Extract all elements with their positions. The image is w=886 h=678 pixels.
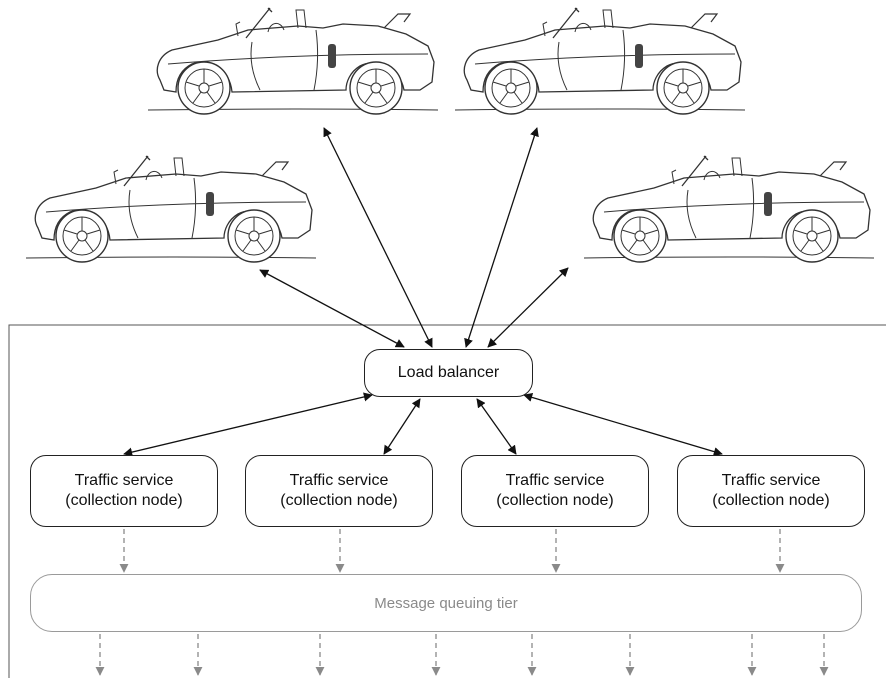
load-balancer-node: Load balancer bbox=[364, 349, 533, 397]
service-subtitle: (collection node) bbox=[496, 492, 614, 509]
traffic-service-node-2: Traffic service (collection node) bbox=[245, 455, 433, 527]
car-icon-top-left bbox=[147, 7, 439, 115]
car-arrow-4 bbox=[464, 127, 539, 348]
car-icon-top-right bbox=[454, 7, 746, 115]
traffic-service-node-1: Traffic service (collection node) bbox=[30, 455, 218, 527]
lb-arrow-2 bbox=[383, 398, 421, 455]
system-boundary bbox=[8, 324, 886, 678]
lb-arrow-3 bbox=[476, 398, 517, 455]
lb-arrow-1 bbox=[123, 392, 373, 457]
lb-arrow-4 bbox=[523, 392, 723, 457]
traffic-service-node-3: Traffic service (collection node) bbox=[461, 455, 649, 527]
car-icon-mid-left bbox=[25, 155, 317, 263]
load-balancer-label: Load balancer bbox=[397, 364, 500, 381]
traffic-service-node-4: Traffic service (collection node) bbox=[677, 455, 865, 527]
car-arrow-1 bbox=[259, 269, 405, 348]
car-icon-mid-right bbox=[583, 155, 875, 263]
car-arrow-2 bbox=[323, 127, 433, 348]
service-title: Traffic service bbox=[289, 472, 389, 489]
service-subtitle: (collection node) bbox=[65, 492, 183, 509]
service-title: Traffic service bbox=[505, 472, 605, 489]
service-title: Traffic service bbox=[74, 472, 174, 489]
car-arrow-3 bbox=[487, 267, 569, 348]
service-title: Traffic service bbox=[721, 472, 821, 489]
service-subtitle: (collection node) bbox=[280, 492, 398, 509]
message-queue-tier: Message queuing tier bbox=[30, 574, 862, 632]
queue-label: Message queuing tier bbox=[374, 594, 518, 612]
service-subtitle: (collection node) bbox=[712, 492, 830, 509]
